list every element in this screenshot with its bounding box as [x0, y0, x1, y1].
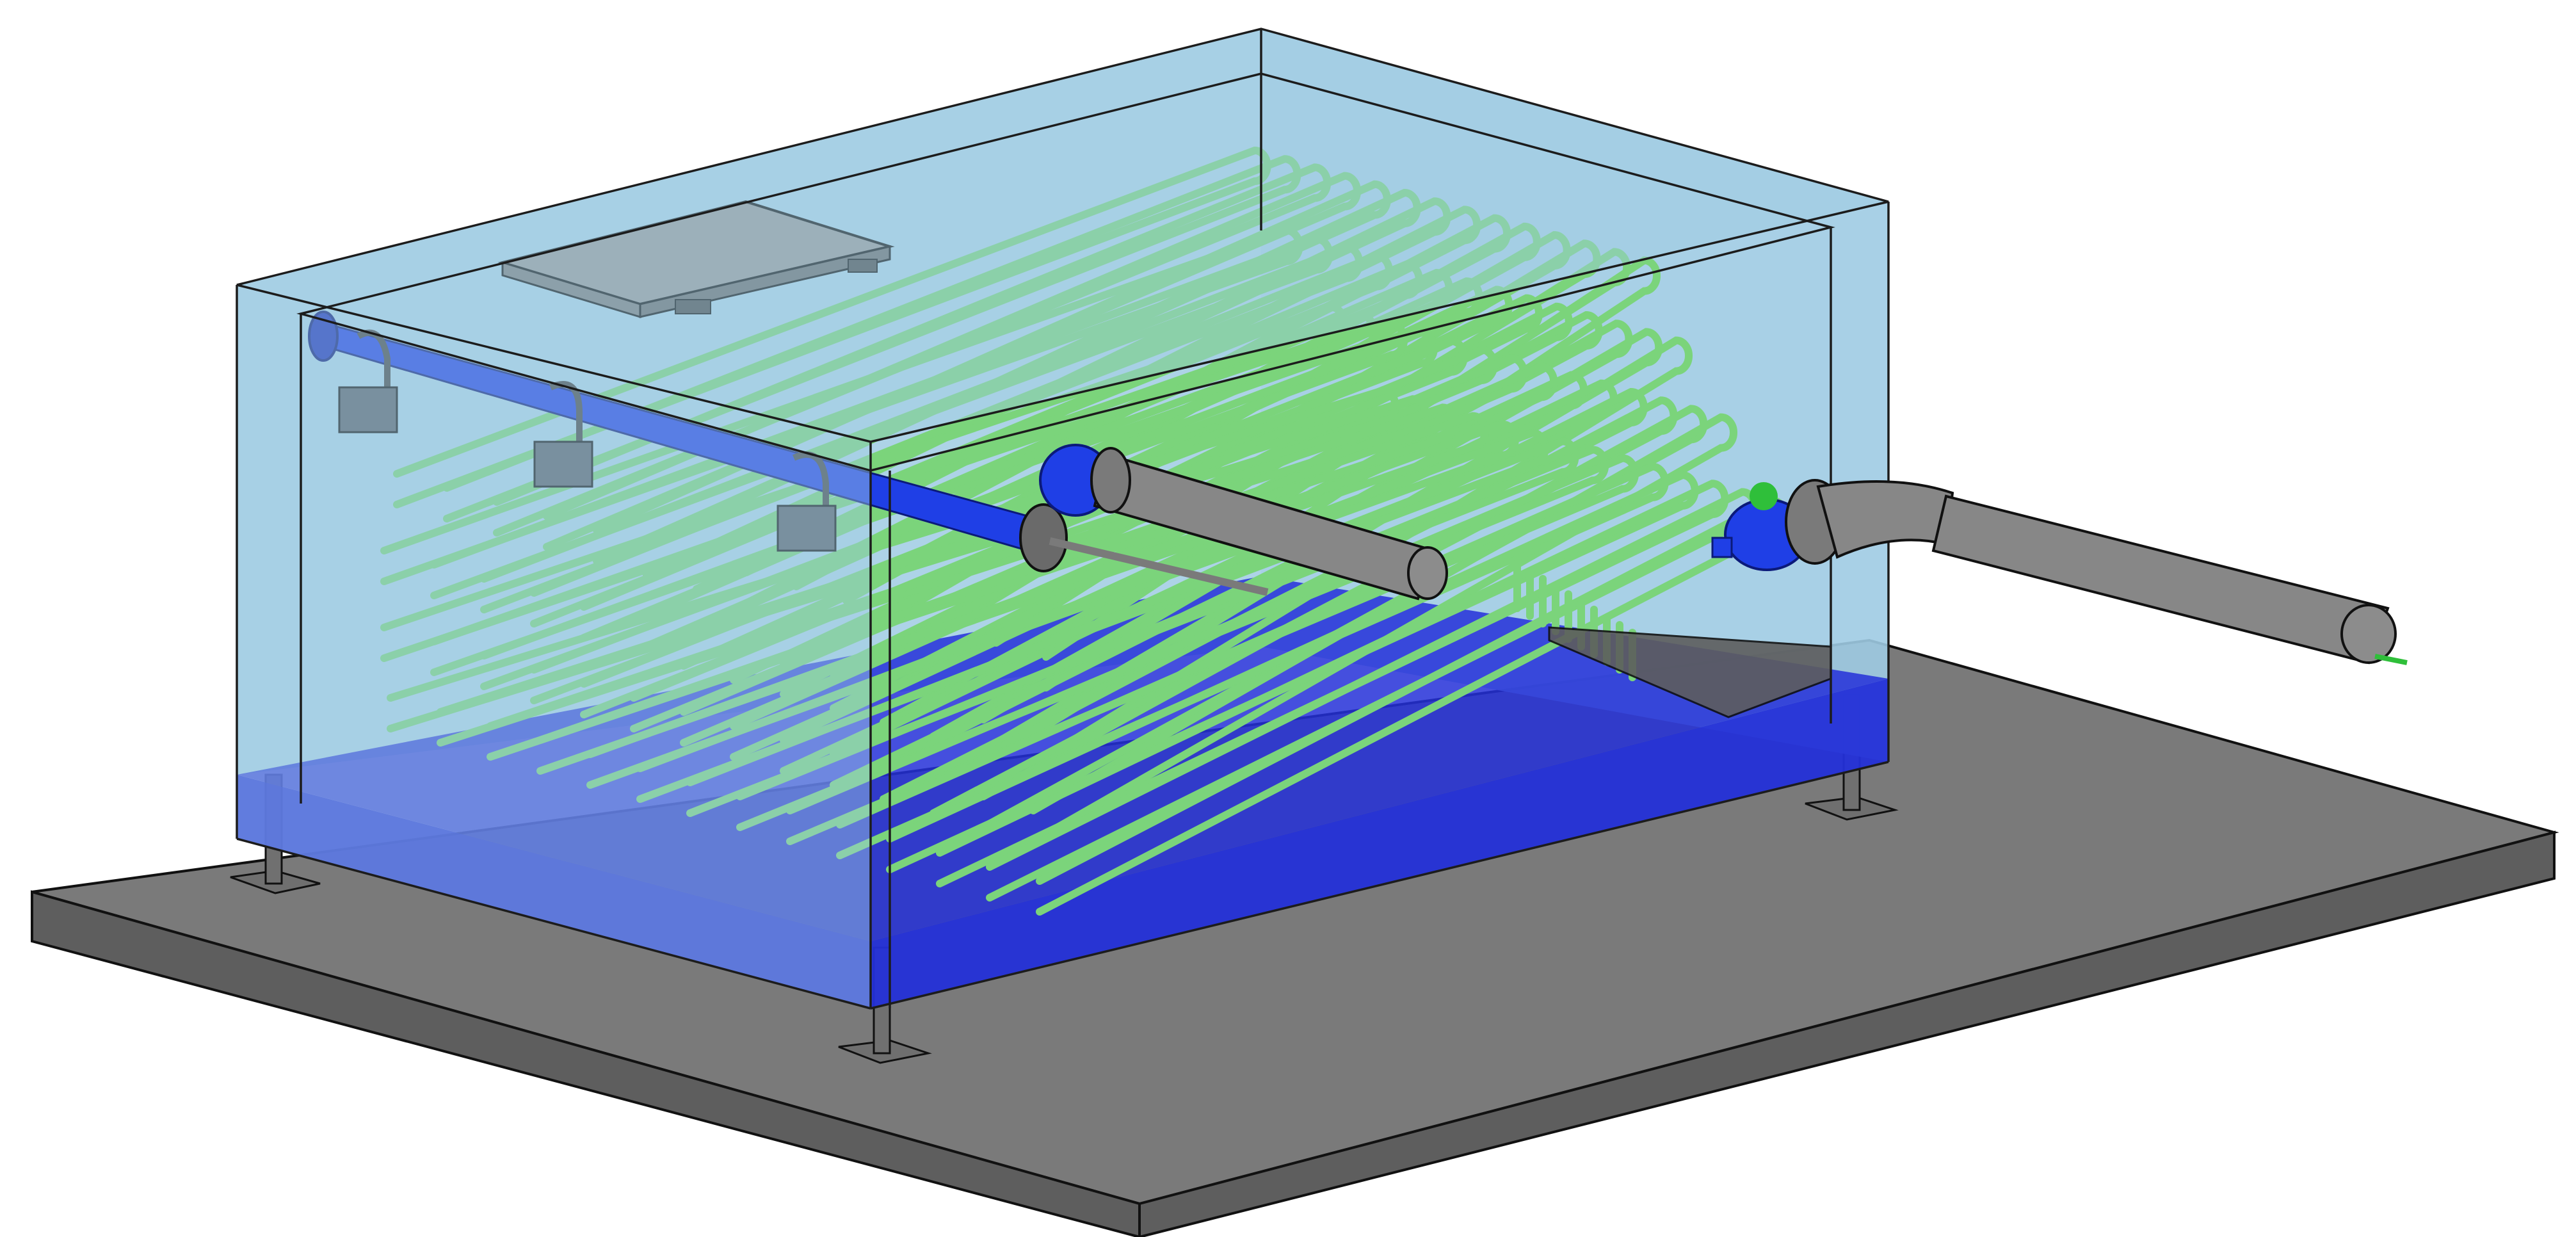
green-connector — [2374, 654, 2408, 665]
pipe-brackets — [338, 329, 837, 552]
tank-edges — [236, 28, 1890, 1010]
blue-header-pipe — [308, 311, 1269, 596]
tank-front-wall — [237, 285, 871, 1008]
access-hatch — [497, 200, 895, 319]
water-right — [871, 679, 1888, 1008]
heat-exchanger-coil — [380, 146, 1789, 916]
slab-right-side — [1138, 830, 2556, 1237]
bracket-3 — [777, 451, 837, 552]
coil-tube — [1029, 413, 1737, 845]
concrete-slab — [31, 638, 2559, 1237]
tank-front-glass — [236, 28, 1890, 1010]
thermometer-rod — [1049, 537, 1269, 596]
water-front — [237, 775, 871, 1008]
bracket-1 — [338, 329, 398, 433]
header-flange — [1019, 503, 1068, 572]
slab-front-side — [31, 890, 1141, 1237]
gray-discharge-pipe — [1039, 444, 1448, 601]
coil-tube — [1029, 336, 1693, 768]
coil-tube — [1042, 256, 1661, 691]
gray-outlet-pipe — [1711, 479, 2408, 665]
green-fitting — [1750, 482, 1778, 510]
coil-support-tray — [1548, 626, 1832, 718]
